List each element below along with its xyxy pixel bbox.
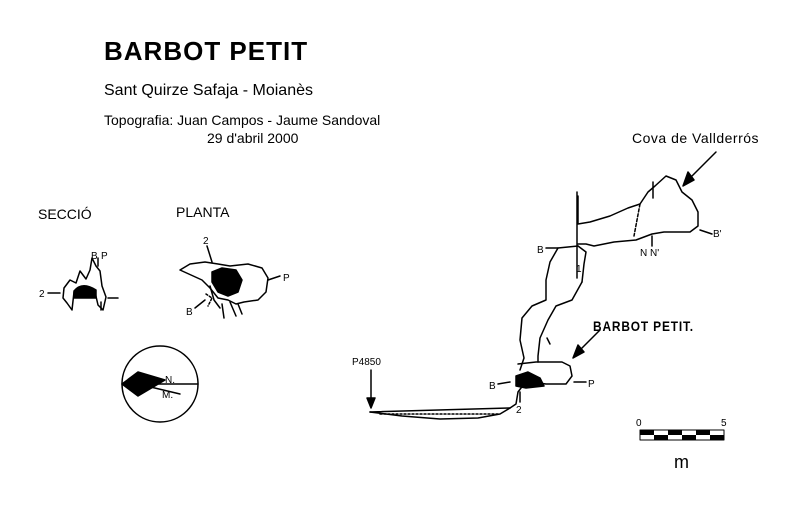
profile-mark-b-lower: B: [489, 381, 496, 392]
profile-mark-2-lower: 2: [516, 405, 522, 416]
plan-mark-2: 2: [203, 236, 209, 247]
cova-arrow: [682, 151, 717, 187]
section-mark-b: B: [91, 251, 98, 262]
plan-mark-b: B: [186, 307, 193, 318]
section-mark-2: 2: [39, 289, 45, 300]
profile-shaft: [519, 245, 587, 371]
barbot-arrow: [572, 329, 601, 359]
profile-mark-n: N: [640, 248, 647, 259]
plan-view: [179, 245, 281, 319]
section-mark-p: P: [101, 251, 108, 262]
profile-mark-p-lower: P: [588, 379, 595, 390]
subtitle: Sant Quirze Safaja - Moianès: [104, 82, 313, 99]
title: BARBOT PETIT: [104, 36, 309, 66]
plan-label: PLANTA: [176, 204, 230, 220]
profile-barbot-chamber: [497, 337, 587, 409]
compass: [121, 345, 199, 423]
section-view: [47, 257, 119, 311]
scale-five: 5: [721, 418, 727, 429]
cova-label: Cova de Vallderrós: [632, 130, 760, 146]
profile-sump: [366, 369, 511, 420]
profile-upper-cave: [545, 175, 713, 279]
profile-mark-n-prime: N': [650, 248, 659, 259]
scale-unit: m: [674, 452, 689, 472]
profile-mark-b-prime: B': [713, 229, 722, 240]
profile-mark-1-upper: 1: [576, 264, 582, 275]
plan-mark-p: P: [283, 273, 290, 284]
scale-zero: 0: [636, 418, 642, 429]
compass-n: N.: [165, 375, 175, 386]
section-label: SECCIÓ: [38, 206, 92, 222]
survey-date: 29 d'abril 2000: [207, 130, 299, 146]
scale-bar: [639, 429, 725, 441]
authors: Topografia: Juan Campos - Jaume Sandoval: [104, 112, 381, 128]
barbot-label: BARBOT PETIT.: [593, 318, 694, 334]
profile-mark-b-upper: B: [537, 245, 544, 256]
compass-m: M.: [162, 390, 173, 401]
profile-station: P4850: [352, 357, 381, 368]
